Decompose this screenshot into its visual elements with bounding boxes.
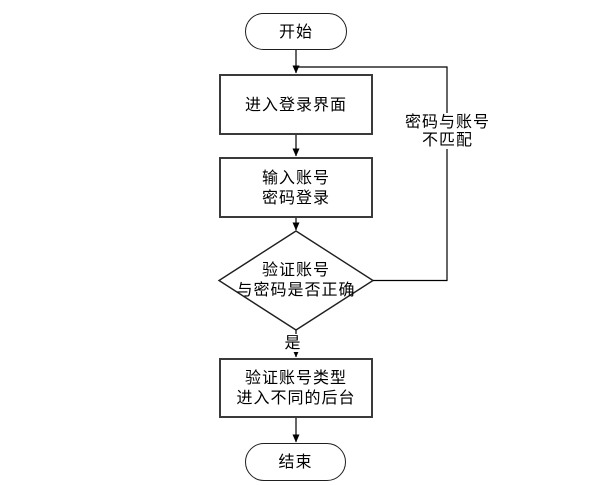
node-end-label: 结束	[278, 452, 313, 471]
edge-label-mismatch: 密码与账号 不匹配	[405, 112, 491, 149]
node-verify-credentials: 验证账号 与密码是否正确	[206, 256, 386, 304]
node-enter-login: 进入登录界面	[219, 74, 373, 135]
node-route-backend: 验证账号类型 进入不同的后台	[219, 358, 373, 418]
node-start-label: 开始	[278, 21, 313, 41]
node-verify-credentials-label: 验证账号 与密码是否正确	[236, 260, 356, 299]
node-enter-login-label: 进入登录界面	[244, 94, 347, 114]
edge-mismatch-loop	[297, 66, 448, 282]
node-end: 结束	[245, 443, 346, 481]
node-start: 开始	[245, 13, 347, 50]
node-input-credentials-label: 输入账号 密码登录	[261, 167, 330, 207]
node-input-credentials: 输入账号 密码登录	[219, 157, 373, 218]
node-route-backend-label: 验证账号类型 进入不同的后台	[236, 368, 356, 407]
edge-label-yes: 是	[279, 334, 307, 352]
